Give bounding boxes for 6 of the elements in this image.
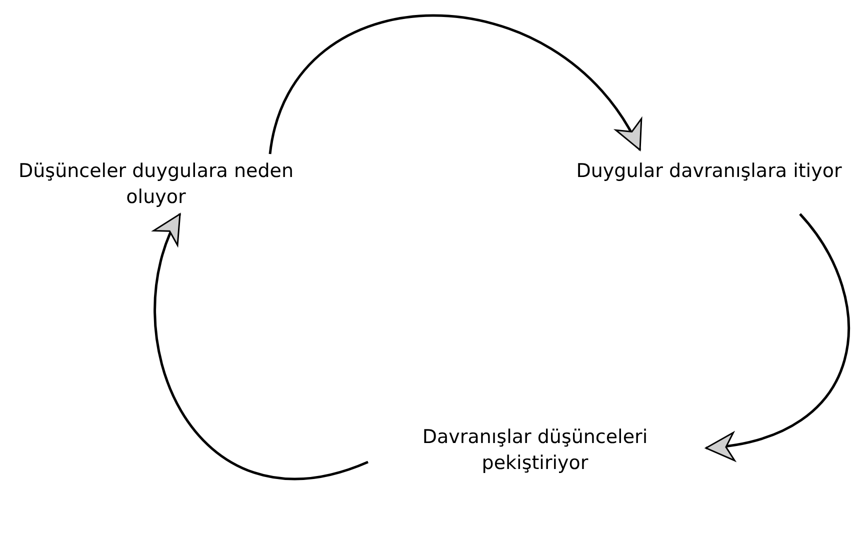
cycle-step-text: Duygular davranışlara itiyor	[560, 158, 858, 184]
curved-arrow	[268, 14, 642, 154]
curved-arrow	[705, 213, 850, 460]
cycle-step-text: Düşünceler duygulara neden oluyor	[0, 158, 312, 210]
curved-arrow	[154, 213, 368, 480]
cycle-step-text: Davranışlar düşünceleri pekiştiriyor	[370, 424, 700, 476]
